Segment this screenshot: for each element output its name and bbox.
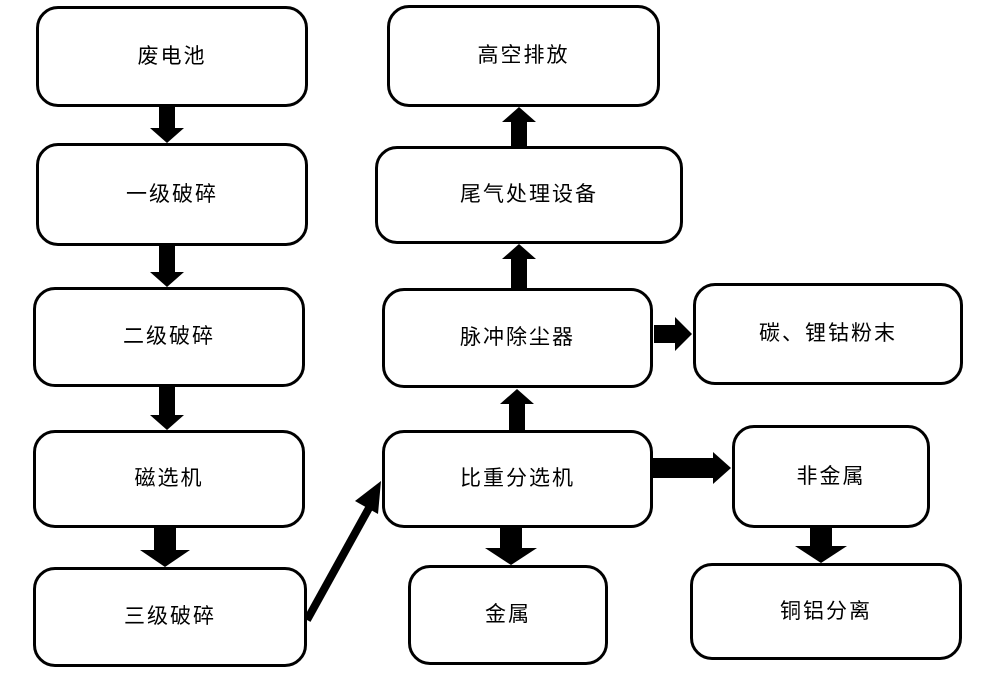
node-exhaust-treatment: 尾气处理设备 (375, 146, 683, 244)
node-non-metal: 非金属 (732, 425, 930, 528)
edge-gravity-separator-to-pulse-dust-collector (500, 389, 534, 430)
node-secondary-crushing: 二级破碎 (33, 287, 305, 387)
edge-tertiary-crushing-to-gravity-separator (303, 481, 381, 622)
node-waste-battery: 废电池 (36, 6, 308, 107)
node-pulse-dust-collector: 脉冲除尘器 (382, 288, 653, 388)
edge-waste-battery-to-primary-crushing (150, 107, 184, 143)
edge-secondary-crushing-to-magnetic-separator (150, 387, 184, 430)
edge-primary-crushing-to-secondary-crushing (150, 246, 184, 287)
node-metal: 金属 (408, 565, 608, 665)
node-magnetic-separator: 磁选机 (33, 430, 305, 528)
edge-non-metal-to-copper-aluminum-separation (795, 528, 847, 563)
node-tertiary-crushing: 三级破碎 (33, 567, 307, 667)
node-primary-crushing: 一级破碎 (36, 143, 308, 246)
edge-pulse-dust-collector-to-carbon-licoo-powder (654, 317, 692, 351)
node-copper-aluminum-separation: 铜铝分离 (690, 563, 962, 660)
edge-exhaust-treatment-to-high-altitude-discharge (502, 107, 536, 146)
node-gravity-separator: 比重分选机 (382, 430, 653, 528)
edge-gravity-separator-to-non-metal (653, 452, 731, 484)
node-carbon-licoo-powder: 碳、锂钴粉末 (693, 283, 963, 385)
node-high-altitude-discharge: 高空排放 (387, 5, 660, 107)
edge-pulse-dust-collector-to-exhaust-treatment (502, 244, 536, 288)
edge-magnetic-separator-to-tertiary-crushing (140, 528, 190, 567)
edge-gravity-separator-to-metal (485, 528, 537, 565)
